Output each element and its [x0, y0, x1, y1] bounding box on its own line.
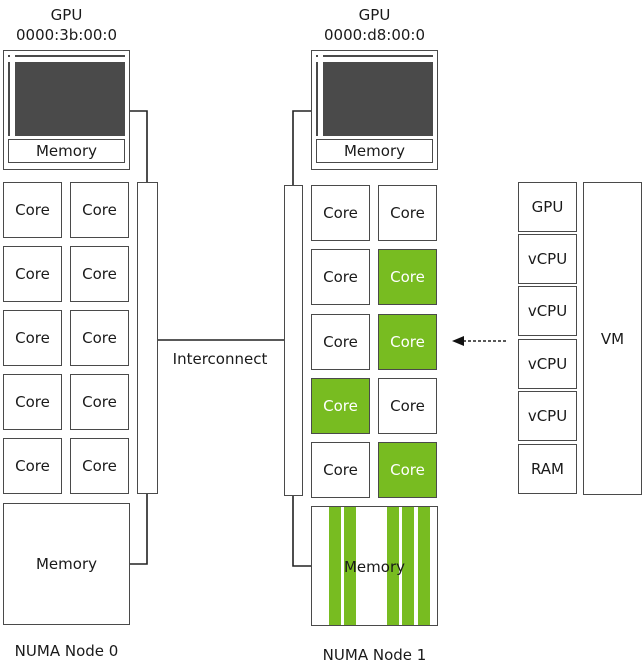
cpu-core-assigned: Core — [378, 314, 437, 370]
vm-resource-label: vCPU — [527, 407, 568, 425]
vm-resource-label: vCPU — [527, 302, 568, 320]
node0-memory: Memory — [3, 503, 130, 625]
cpu-core: Core — [311, 249, 370, 305]
vm-resource-gpu: GPU — [518, 182, 577, 232]
memory-allocation-stripe — [329, 507, 341, 625]
vm-resource-ram: RAM — [518, 444, 577, 494]
cpu-core: Core — [70, 310, 129, 366]
node0-gpu-memory-label: Memory — [35, 142, 97, 160]
vm-resource-label: RAM — [530, 460, 565, 478]
core-label: Core — [323, 268, 358, 286]
node1-gpu-memory: Memory — [316, 139, 433, 163]
vm-resource-vcpu: vCPU — [518, 286, 577, 336]
cpu-core-assigned: Core — [311, 378, 370, 434]
node1-gpu-link — [292, 110, 311, 185]
cpu-core: Core — [311, 442, 370, 498]
node1-memory: Memory — [311, 506, 438, 626]
core-label: Core — [390, 204, 425, 222]
node1-memory-label: Memory — [343, 558, 405, 576]
core-label: Core — [82, 201, 117, 219]
cpu-core-assigned: Core — [378, 249, 437, 305]
cpu-core: Core — [3, 310, 62, 366]
node1-gpu-title: GPU — [358, 6, 391, 24]
core-label: Core — [390, 461, 425, 479]
node1-gpu-cores-grid — [316, 55, 433, 136]
cpu-core-assigned: Core — [378, 442, 437, 498]
node1-label: NUMA Node 1 — [322, 646, 427, 664]
core-label: Core — [15, 201, 50, 219]
core-label: Core — [323, 204, 358, 222]
cpu-core: Core — [378, 378, 437, 434]
node1-memory-link — [292, 496, 311, 567]
cpu-core: Core — [3, 438, 62, 494]
vm-label: VM — [600, 329, 625, 348]
core-label: Core — [323, 397, 358, 415]
core-label: Core — [82, 329, 117, 347]
core-label: Core — [82, 265, 117, 283]
vm-box: VM — [583, 182, 642, 495]
arrow-head-icon — [452, 336, 464, 346]
memory-allocation-stripe — [402, 507, 414, 625]
node0-memory-label: Memory — [35, 555, 97, 573]
cpu-core: Core — [70, 374, 129, 430]
node0-gpu-link — [130, 110, 148, 182]
core-label: Core — [323, 333, 358, 351]
cpu-core: Core — [70, 246, 129, 302]
node0-gpu: Memory — [3, 50, 130, 170]
core-label: Core — [390, 397, 425, 415]
cpu-core: Core — [311, 314, 370, 370]
cpu-core: Core — [3, 246, 62, 302]
node0-gpu-memory: Memory — [8, 139, 125, 163]
core-label: Core — [390, 268, 425, 286]
node1-bus — [284, 185, 303, 496]
node0-gpu-cores-grid — [8, 55, 125, 136]
vm-resource-vcpu: vCPU — [518, 339, 577, 389]
vm-resource-label: GPU — [531, 198, 564, 216]
node0-memory-link — [130, 494, 148, 565]
core-label: Core — [82, 393, 117, 411]
node0-gpu-address: 0000:3b:00:0 — [15, 26, 118, 44]
cpu-core: Core — [3, 374, 62, 430]
cpu-core: Core — [378, 185, 437, 241]
vm-resource-label: vCPU — [527, 250, 568, 268]
memory-allocation-stripe — [418, 507, 430, 625]
cpu-core: Core — [70, 182, 129, 238]
node1-gpu: Memory — [311, 50, 438, 170]
core-label: Core — [82, 457, 117, 475]
node0-gpu-title: GPU — [50, 6, 83, 24]
cpu-core: Core — [70, 438, 129, 494]
core-label: Core — [15, 393, 50, 411]
core-label: Core — [390, 333, 425, 351]
cpu-core: Core — [3, 182, 62, 238]
vm-resource-label: vCPU — [527, 355, 568, 373]
vm-resource-vcpu: vCPU — [518, 391, 577, 441]
core-label: Core — [323, 461, 358, 479]
node1-gpu-memory-label: Memory — [343, 142, 405, 160]
memory-allocation-stripe — [387, 507, 399, 625]
vm-resource-vcpu: vCPU — [518, 234, 577, 284]
node0-label: NUMA Node 0 — [14, 642, 119, 660]
core-label: Core — [15, 457, 50, 475]
interconnect-label: Interconnect — [172, 350, 268, 368]
memory-allocation-stripe — [344, 507, 356, 625]
node0-bus — [137, 182, 158, 494]
core-label: Core — [15, 329, 50, 347]
core-label: Core — [15, 265, 50, 283]
node1-gpu-address: 0000:d8:00:0 — [323, 26, 426, 44]
cpu-core: Core — [311, 185, 370, 241]
